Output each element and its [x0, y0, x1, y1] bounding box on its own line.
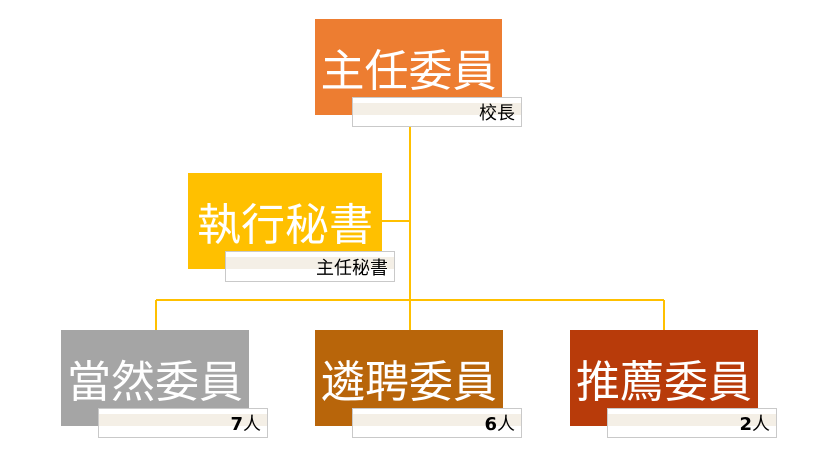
node-chair-title: 主任委員: [320, 46, 497, 97]
node-member-3-unit: 人: [752, 414, 770, 435]
node-member-1-count: 7: [230, 414, 243, 435]
node-secretary-subtitle-box: 主任秘書: [225, 251, 395, 282]
node-member-1-count-box: 7人: [98, 408, 268, 438]
node-chair-subtitle: 校長: [479, 103, 515, 124]
node-member-3-title: 推薦委員: [576, 357, 752, 408]
node-member-2-title: 遴聘委員: [321, 357, 497, 408]
node-member-1-unit: 人: [243, 414, 261, 435]
node-member-3-count-box: 2人: [607, 408, 777, 438]
node-secretary-subtitle: 主任秘書: [316, 257, 388, 279]
node-chair-subtitle-box: 校長: [352, 97, 522, 127]
node-member-3-count: 2: [739, 414, 752, 435]
node-member-2-count: 6: [484, 414, 497, 435]
node-member-1-title: 當然委員: [67, 357, 243, 408]
node-secretary-title: 執行秘書: [197, 200, 373, 251]
node-member-2-count-box: 6人: [352, 408, 522, 438]
node-member-2-unit: 人: [497, 414, 515, 435]
